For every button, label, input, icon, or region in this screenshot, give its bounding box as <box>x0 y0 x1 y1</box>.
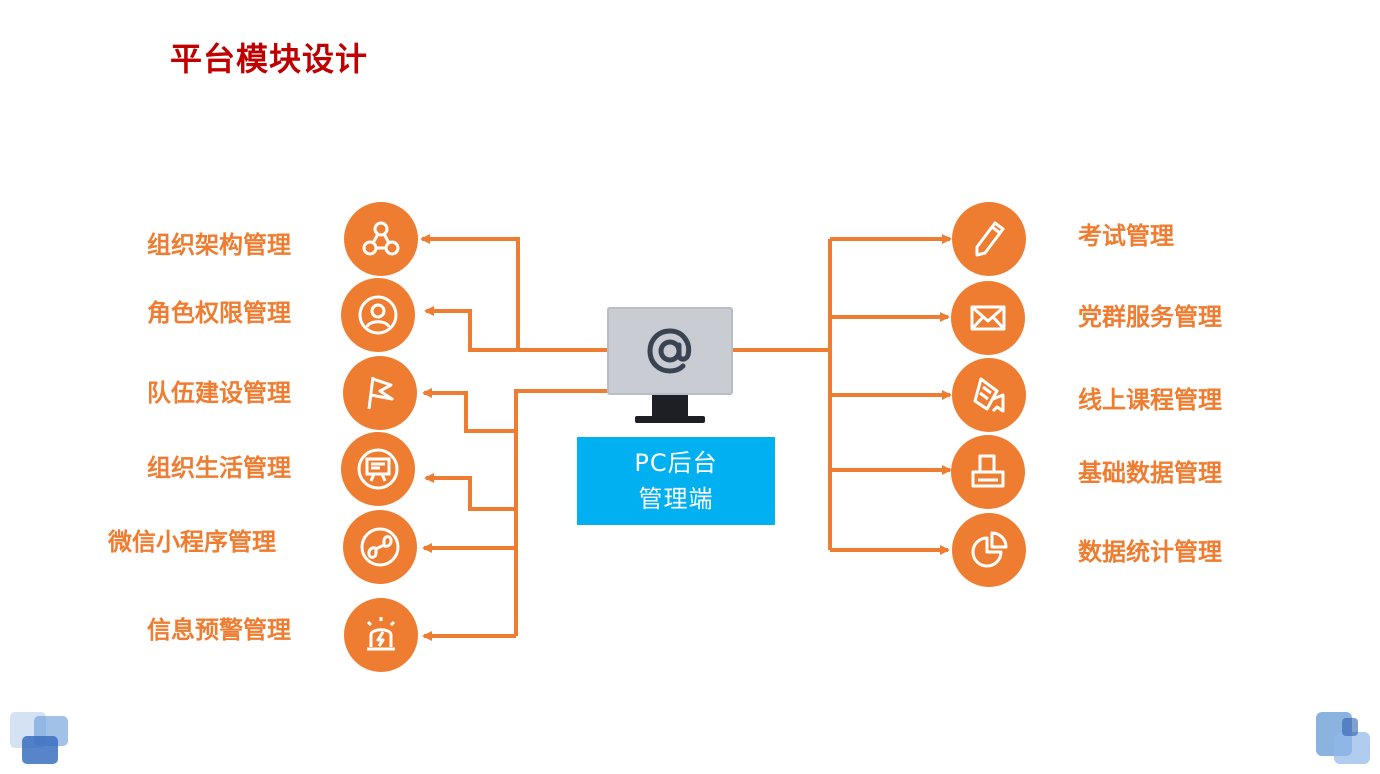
center-line-1: PC后台 <box>634 449 718 477</box>
node-left-6 <box>344 598 418 672</box>
decorative-squares-right <box>1316 712 1370 764</box>
node-left-4 <box>341 432 415 506</box>
monitor-stand <box>652 395 688 417</box>
center-node-pc-admin: PC后台 管理端 <box>577 437 775 525</box>
label-left-6: 信息预警管理 <box>147 616 291 644</box>
node-right-3 <box>952 358 1026 432</box>
label-left-3: 队伍建设管理 <box>147 379 291 407</box>
center-line-2: 管理端 <box>638 485 714 513</box>
node-left-5 <box>343 510 417 584</box>
scroll-certificate-icon <box>973 377 1005 413</box>
node-left-1 <box>344 202 418 276</box>
node-left-2 <box>341 278 415 352</box>
label-right-5: 数据统计管理 <box>1078 538 1222 566</box>
org-structure-icon <box>362 221 400 256</box>
node-right-1 <box>952 202 1026 276</box>
label-right-3: 线上课程管理 <box>1078 386 1222 414</box>
user-profile-icon <box>358 295 398 335</box>
node-left-3 <box>343 356 417 430</box>
node-right-2 <box>951 281 1025 355</box>
monitor-base <box>635 416 705 423</box>
presentation-board-icon <box>357 448 399 490</box>
label-right-4: 基础数据管理 <box>1078 459 1222 487</box>
label-left-4: 组织生活管理 <box>147 454 291 482</box>
printer-icon <box>971 454 1005 488</box>
label-left-5: 微信小程序管理 <box>108 528 276 556</box>
connector-left-4 <box>424 473 518 511</box>
page-title: 平台模块设计 <box>170 40 369 78</box>
envelope-icon <box>970 305 1006 331</box>
label-left-2: 角色权限管理 <box>147 299 291 327</box>
alarm-light-icon <box>366 617 396 651</box>
node-right-4 <box>951 435 1025 509</box>
at-sign-icon <box>647 328 692 374</box>
connector-left-3 <box>422 388 516 433</box>
decorative-squares-left <box>10 712 68 764</box>
label-left-1: 组织架构管理 <box>147 231 291 259</box>
flag-icon <box>367 376 394 410</box>
label-right-2: 党群服务管理 <box>1078 303 1222 331</box>
monitor-screen <box>607 307 733 395</box>
connector-left-trunk <box>514 389 612 636</box>
node-right-5 <box>952 513 1026 587</box>
mini-program-icon <box>360 527 400 567</box>
label-right-1: 考试管理 <box>1078 222 1174 250</box>
pencil-icon <box>975 221 1005 257</box>
pie-chart-icon <box>971 531 1008 568</box>
connector-left-1 <box>420 234 607 352</box>
connector-left-2 <box>424 306 518 352</box>
